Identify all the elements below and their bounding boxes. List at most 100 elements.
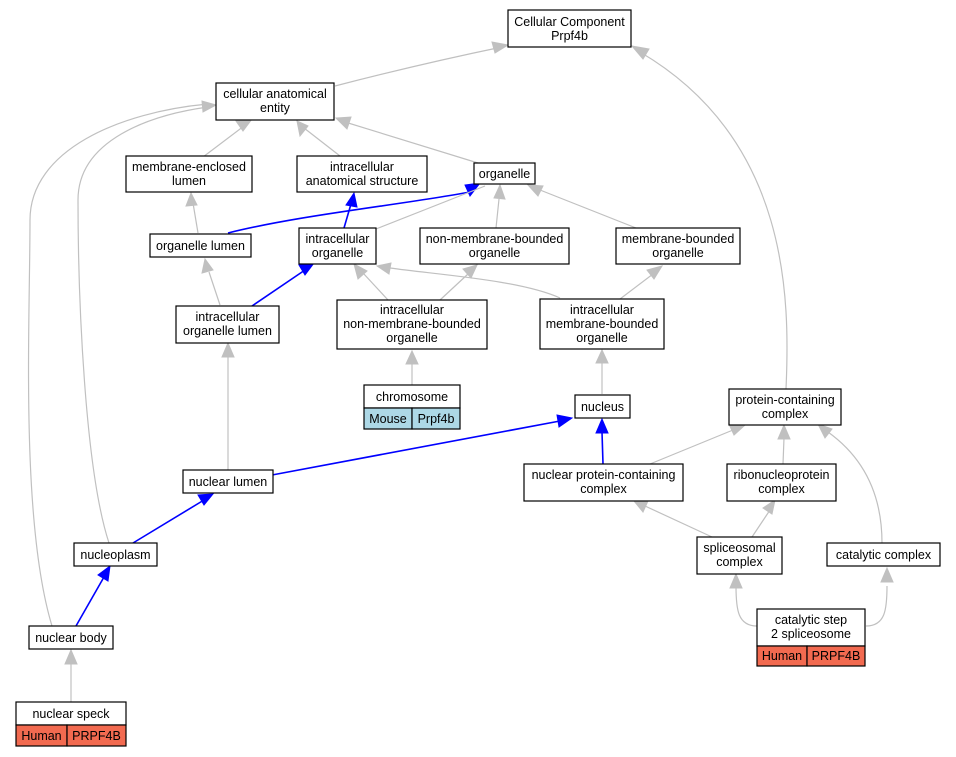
node-label: catalytic complex [836,548,932,562]
arrowhead [646,265,664,280]
arrowhead [201,257,214,274]
node-organelle-lumen[interactable]: organelle lumen [149,233,252,258]
node-protein-containing-complex[interactable]: protein-containing complex [728,388,842,426]
edge-io-to-organelle [375,185,486,230]
node-label: organelle [386,331,437,345]
edge-cc-to-pcc [827,431,883,544]
edge-nucleoplasm-to-nl[interactable] [132,499,205,544]
edge-entity-to-root [334,46,503,87]
edge-nuclearbody-to-entity [27,103,209,627]
edge-nl-to-nucleus[interactable] [271,420,561,476]
arrowhead [777,423,791,440]
arrowhead [334,116,352,130]
species-label: Mouse [369,412,407,426]
node-intracellular-non-membrane-bounded-organelle[interactable]: intracellular non-membrane-bounded organ… [336,299,488,350]
node-label: organelle [576,331,627,345]
node-label: ribonucleoprotein [734,468,830,482]
species-label: Human [762,649,802,663]
node-intracellular-membrane-bounded-organelle[interactable]: intracellular membrane-bounded organelle [539,298,665,350]
node-nuclear-protein-containing-complex[interactable]: nuclear protein-containing complex [523,463,684,502]
gene-label: PRPF4B [812,649,861,663]
arrowhead [235,118,254,132]
arrowhead [405,349,419,365]
node-label: protein-containing [735,393,834,407]
node-label: non-membrane-bounded [343,317,481,331]
node-non-membrane-bounded-organelle[interactable]: non-membrane-bounded organelle [419,227,570,265]
node-label: nucleus [581,400,624,414]
gene-label: PRPF4B [72,729,121,743]
arrowhead [462,264,478,279]
node-label: nucleoplasm [80,548,150,562]
node-cellular-component[interactable]: Cellular Component Prpf4b [507,9,632,48]
arrowhead [221,341,235,358]
edge-nucleoplasm-to-entity [77,106,209,544]
arrowhead [493,183,506,200]
arrowhead [556,414,574,428]
arrowhead [632,500,649,513]
edge-nmbo-to-organelle [495,198,500,229]
edge-organelle-to-entity [344,121,479,164]
nodes: Cellular Component Prpf4b cellular anato… [15,9,941,747]
node-intracellular-anatomical-structure[interactable]: intracellular anatomical structure [296,155,428,193]
node-label: intracellular [330,160,394,174]
node-nucleus[interactable]: nucleus [574,394,631,419]
node-label: complex [762,407,809,421]
node-label: anatomical structure [306,174,419,188]
node-nucleoplasm[interactable]: nucleoplasm [73,542,158,567]
node-label: lumen [172,174,206,188]
gene-cell [411,407,461,430]
node-label: organelle lumen [183,324,272,338]
node-label: intracellular [570,303,634,317]
node-label: complex [580,482,627,496]
edge-imbo-to-io [389,267,561,299]
gene-cell [806,645,866,667]
edge-nb-to-nucleoplasm[interactable] [75,576,105,627]
arrowhead [64,648,78,665]
node-catalytic-complex[interactable]: catalytic complex [826,542,941,567]
gene-cell [66,724,127,747]
node-label: Prpf4b [551,29,588,43]
node-organelle[interactable]: organelle [473,162,536,185]
arrowhead [880,566,894,583]
node-label: cellular anatomical [223,87,327,101]
arrowhead [526,184,544,197]
arrowhead [762,498,776,515]
node-catalytic-step-2-spliceosome[interactable]: catalytic step 2 spliceosome Human PRPF4… [756,608,866,667]
arrowhead [185,191,198,207]
node-label: organelle lumen [156,239,245,253]
edge-iol-to-io[interactable] [251,269,306,307]
node-label: Cellular Component [514,15,625,29]
node-nuclear-body[interactable]: nuclear body [28,625,114,650]
node-label: nuclear speck [32,707,110,721]
node-nuclear-lumen[interactable]: nuclear lumen [182,469,274,494]
edge-sc-to-rnp [751,509,771,538]
node-ribonucleoprotein-complex[interactable]: ribonucleoprotein complex [726,463,837,502]
node-intracellular-organelle[interactable]: intracellular organelle [298,227,377,265]
node-label: nuclear lumen [189,475,268,489]
node-membrane-bounded-organelle[interactable]: membrane-bounded organelle [615,227,741,265]
edge-rnp-to-pcc [782,437,785,465]
arrowhead [816,423,833,439]
node-label: membrane-bounded [546,317,659,331]
node-membrane-enclosed-lumen[interactable]: membrane-enclosed lumen [125,155,253,193]
node-label: nuclear protein-containing [532,468,676,482]
node-nuclear-speck[interactable]: nuclear speck Human PRPF4B [15,701,127,747]
arrowhead [345,191,358,208]
node-intracellular-organelle-lumen[interactable]: intracellular organelle lumen [175,305,280,344]
arrowhead [97,564,111,582]
arrowhead [729,572,743,589]
node-label: complex [716,555,763,569]
arrowhead [375,262,392,275]
node-label: organelle [312,246,363,260]
edge-sc-to-npcc [644,505,713,538]
node-label: non-membrane-bounded [426,232,564,246]
node-spliceosomal-complex[interactable]: spliceosomal complex [696,536,783,575]
node-cellular-anatomical-entity[interactable]: cellular anatomical entity [215,82,335,121]
edge-npcc-to-nucleus[interactable] [601,431,604,465]
node-label: entity [260,101,291,115]
node-label: intracellular [380,303,444,317]
edge-ias-to-entity [303,127,341,157]
edge-io-to-ias[interactable] [343,203,352,229]
node-chromosome[interactable]: chromosome Mouse Prpf4b [363,384,461,430]
